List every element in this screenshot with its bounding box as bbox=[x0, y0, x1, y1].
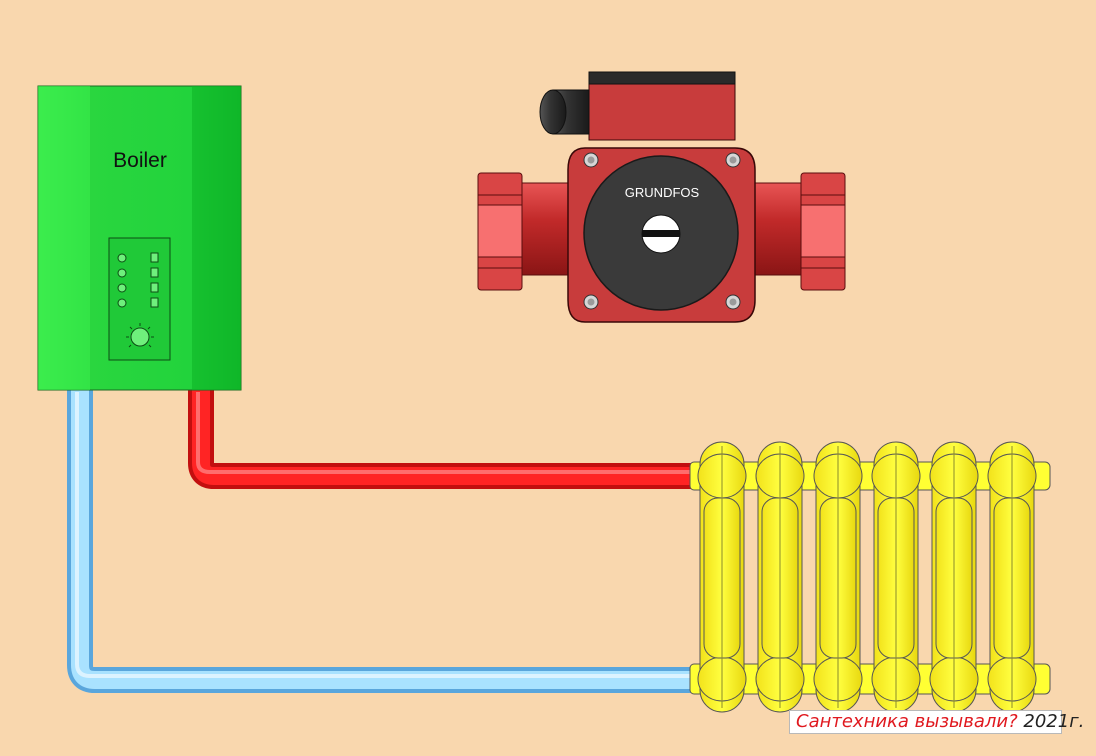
watermark: Сантехника вызывали? 2021г. bbox=[789, 710, 1084, 734]
radiator bbox=[689, 441, 1051, 713]
radiator-section bbox=[813, 441, 879, 713]
pump-bolt-top-left bbox=[583, 152, 599, 168]
cold-return-pipe-highlight bbox=[71, 390, 692, 689]
pump-bolt-bottom-right bbox=[725, 294, 741, 310]
pump-terminal-lid bbox=[588, 71, 736, 85]
radiator-section bbox=[697, 441, 763, 713]
boiler: Boiler bbox=[37, 85, 242, 391]
panel-button-2[interactable] bbox=[150, 267, 159, 278]
vent-screw-icon bbox=[641, 214, 681, 254]
radiator-section bbox=[987, 441, 1037, 713]
radiator-section bbox=[929, 441, 995, 713]
indicator-led-4 bbox=[117, 298, 127, 308]
pump-nut-left bbox=[477, 172, 523, 291]
boiler-left-bevel bbox=[38, 86, 90, 390]
indicator-led-1 bbox=[117, 253, 127, 263]
temperature-knob-icon[interactable] bbox=[126, 323, 154, 348]
panel-button-4[interactable] bbox=[150, 297, 159, 308]
radiator-section bbox=[871, 441, 937, 713]
hot-supply-pipe bbox=[188, 390, 692, 489]
boiler-right-bevel bbox=[192, 86, 241, 390]
indicator-led-2 bbox=[117, 268, 127, 278]
circulation-pump: GRUNDFOS bbox=[477, 71, 846, 323]
watermark-text: Сантехника вызывали? bbox=[796, 711, 1018, 732]
cold-return-pipe bbox=[67, 390, 692, 693]
pump-nut-right bbox=[800, 172, 846, 291]
pump-bolt-top-right bbox=[725, 152, 741, 168]
cold-pipe-shine bbox=[75, 392, 692, 678]
boiler-label: Boiler bbox=[113, 149, 167, 172]
pump-brand-label: GRUNDFOS bbox=[625, 185, 700, 200]
cable-gland-icon bbox=[539, 89, 590, 135]
panel-button-1[interactable] bbox=[150, 252, 159, 263]
hot-pipe-shine bbox=[196, 392, 692, 474]
watermark-year: 2021г. bbox=[1023, 711, 1085, 732]
radiator-sections bbox=[697, 441, 1037, 713]
radiator-section bbox=[755, 441, 821, 713]
pump-bolt-bottom-left bbox=[583, 294, 599, 310]
panel-button-3[interactable] bbox=[150, 282, 159, 293]
indicator-led-3 bbox=[117, 283, 127, 293]
boiler-control-panel bbox=[108, 237, 171, 361]
